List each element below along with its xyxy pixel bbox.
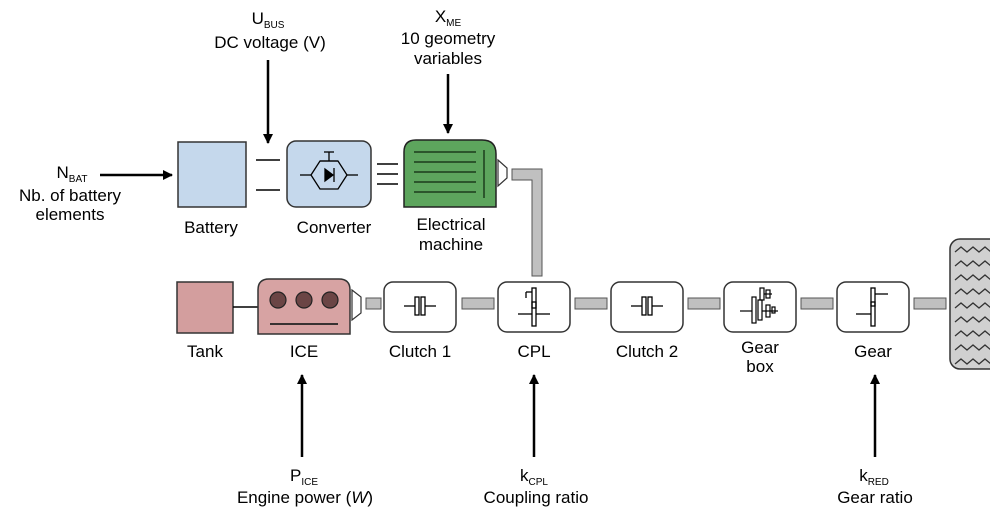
converter-machine-link	[377, 163, 398, 185]
cpl-label: CPL	[517, 342, 550, 361]
wheel-block	[949, 238, 990, 370]
battery-block	[177, 141, 247, 208]
clutch2-label: Clutch 2	[616, 342, 678, 361]
gearbox-label-line1: Gear	[741, 338, 779, 357]
clutch1-block	[383, 281, 457, 333]
tank-label: Tank	[187, 342, 223, 361]
svg-text:Nb. of battery: Nb. of battery	[19, 186, 122, 205]
svg-text:PICE: PICE	[290, 466, 318, 488]
svg-text:DC voltage (V): DC voltage (V)	[214, 33, 325, 52]
ubus-label: UBUS DC voltage (V)	[214, 9, 325, 52]
svg-text:UBUS: UBUS	[252, 9, 285, 31]
gear-label: Gear	[854, 342, 892, 361]
battery-converter-link	[256, 159, 280, 191]
svg-text:NBAT: NBAT	[57, 163, 88, 185]
converter-label: Converter	[297, 218, 372, 237]
cpl-block	[497, 281, 571, 333]
svg-text:kRED: kRED	[859, 466, 889, 488]
kred-label: kRED Gear ratio	[837, 466, 913, 507]
svg-text:Gear ratio: Gear ratio	[837, 488, 913, 507]
electrical-machine-block	[403, 139, 508, 208]
nbat-label: NBAT Nb. of battery elements	[19, 163, 122, 224]
machine-label-line2: machine	[419, 235, 483, 254]
battery-label: Battery	[184, 218, 238, 237]
clutch1-label: Clutch 1	[389, 342, 451, 361]
svg-text:Engine power (W): Engine power (W)	[237, 488, 373, 507]
machine-label-line1: Electrical	[417, 215, 486, 234]
tank-block	[176, 281, 234, 334]
machine-shaft	[511, 168, 543, 277]
gear-block	[836, 281, 910, 333]
drive-shafts	[365, 297, 947, 310]
gearbox-block	[723, 281, 797, 333]
svg-text:XME: XME	[435, 7, 462, 29]
clutch2-block	[610, 281, 684, 333]
svg-text:elements: elements	[36, 205, 105, 224]
converter-block	[286, 140, 372, 208]
svg-text:kCPL: kCPL	[520, 466, 548, 488]
svg-text:10 geometry: 10 geometry	[401, 29, 496, 48]
gearbox-label-line2: box	[746, 357, 774, 376]
xme-label: XME 10 geometry variables	[401, 7, 496, 68]
pice-label: PICE Engine power (W)	[237, 466, 373, 507]
svg-text:Coupling ratio: Coupling ratio	[484, 488, 589, 507]
ice-label: ICE	[290, 342, 318, 361]
svg-text:variables: variables	[414, 49, 482, 68]
kcpl-label: kCPL Coupling ratio	[484, 466, 589, 507]
ice-block	[257, 278, 362, 335]
